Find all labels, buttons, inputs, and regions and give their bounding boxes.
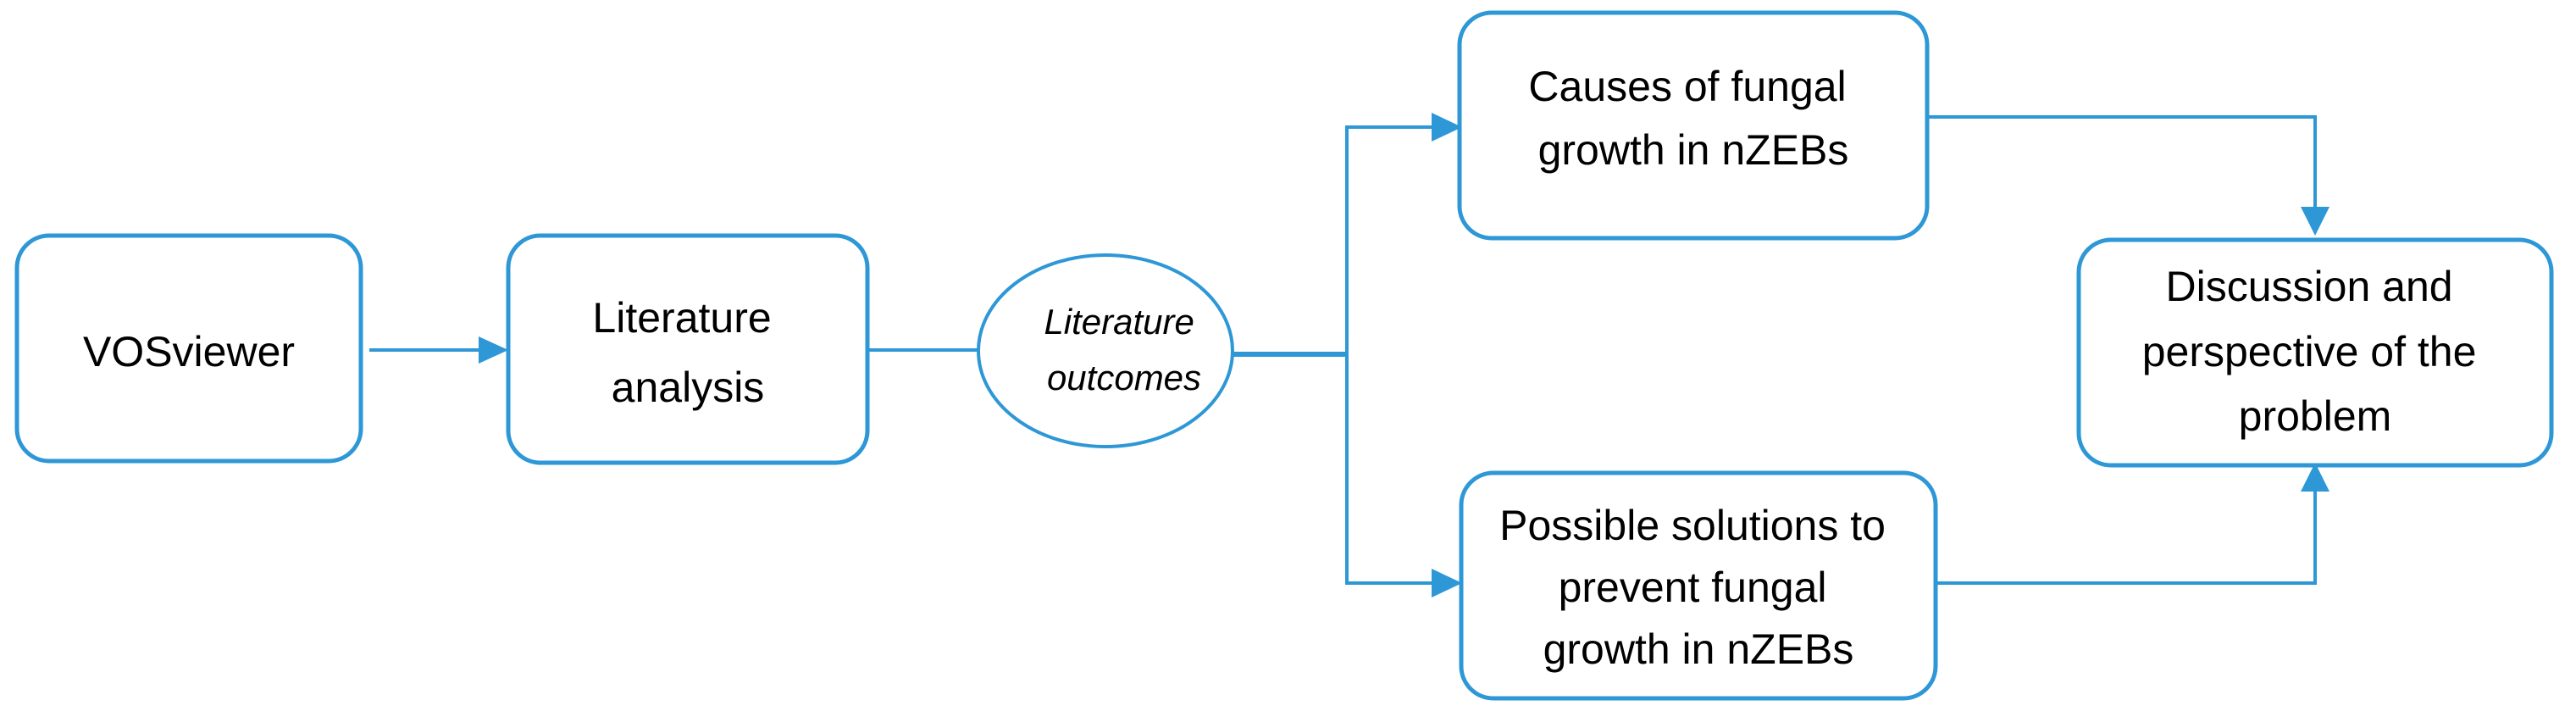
- node-causes-line-1: Causes of fungal: [1528, 63, 1846, 110]
- node-vosviewer-label: VOSviewer: [83, 328, 295, 375]
- node-vosviewer-box: [14, 233, 363, 464]
- connector-causes-to-discussion: [1927, 115, 2317, 208]
- arrowhead-discussion-bottom: [2301, 463, 2329, 492]
- arrowheads: [479, 113, 2329, 597]
- node-discussion-line-3: problem: [2239, 392, 2392, 440]
- node-literature-outcomes-line-1: Literature: [1044, 302, 1194, 342]
- arrowhead-discussion-top: [2301, 207, 2329, 236]
- node-solutions-label: Possible solutions to prevent fungal gro…: [1499, 502, 1897, 673]
- connectors: [369, 115, 2317, 585]
- node-causes-label: Causes of fungal growth in nZEBs: [1528, 63, 1858, 174]
- arrowhead-causes: [1432, 113, 1462, 142]
- node-solutions-line-2: prevent fungal: [1559, 564, 1827, 611]
- arrowhead-analysis: [479, 336, 508, 364]
- node-literature-outcomes-line-2: outcomes: [1047, 358, 1201, 397]
- arrowhead-solutions: [1432, 569, 1462, 597]
- node-causes: Causes of fungal growth in nZEBs: [1457, 10, 1930, 241]
- node-discussion-label: Discussion and perspective of the proble…: [2142, 263, 2489, 440]
- node-vosviewer-line-1: VOSviewer: [83, 328, 295, 375]
- node-solutions-line-3: growth in nZEBs: [1543, 625, 1854, 673]
- node-solutions-line-1: Possible solutions to: [1499, 502, 1886, 549]
- node-literature-outcomes: Literature outcomes: [977, 253, 1234, 448]
- node-literature-analysis: Literature analysis: [506, 233, 870, 465]
- node-literature-analysis-line-1: Literature: [592, 294, 771, 342]
- node-discussion-line-2: perspective of the: [2142, 328, 2477, 375]
- node-causes-box: [1457, 10, 1930, 241]
- node-solutions: Possible solutions to prevent fungal gro…: [1459, 470, 1938, 701]
- node-discussion-box: [2076, 237, 2554, 468]
- node-discussion-line-1: Discussion and: [2166, 263, 2453, 310]
- node-literature-analysis-line-2: analysis: [612, 364, 765, 411]
- connector-solutions-to-discussion: [1936, 490, 2317, 585]
- node-causes-line-2: growth in nZEBs: [1538, 126, 1849, 174]
- node-solutions-box: [1459, 470, 1938, 701]
- node-literature-analysis-label: Literature analysis: [592, 294, 783, 411]
- node-vosviewer: VOSviewer: [14, 233, 363, 464]
- node-discussion: Discussion and perspective of the proble…: [2076, 237, 2554, 468]
- node-literature-outcomes-label: Literature outcomes: [1044, 302, 1204, 397]
- node-literature-outcomes-ellipse: [977, 253, 1234, 448]
- node-literature-analysis-box: [506, 233, 870, 465]
